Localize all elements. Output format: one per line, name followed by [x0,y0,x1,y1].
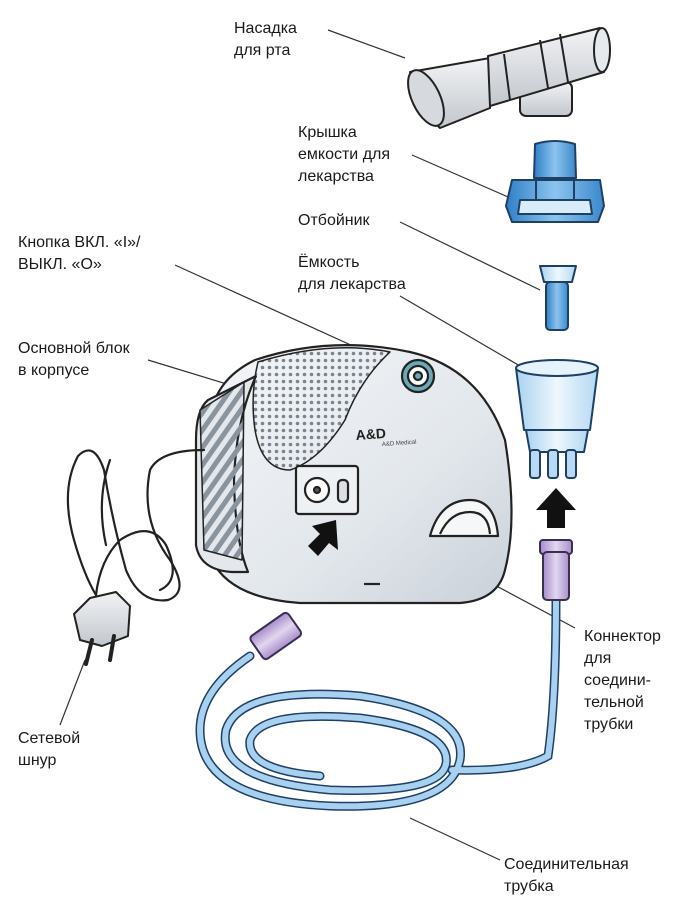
label-line: для лекарства [298,276,406,293]
label-line: Сетевой [18,730,81,747]
label-line: в корпусе [18,362,90,379]
label-line: шнур [18,752,57,769]
label-line: трубки [584,716,634,733]
mouthpiece-part [407,27,611,129]
baffle-part [539,265,577,331]
leader-mouthpiece [327,29,406,59]
label-line: Насадка [234,20,297,37]
label-line: Кнопка ВКЛ. «I»/ [18,234,141,251]
leader-lid [411,154,516,201]
label-line: трубка [504,878,554,895]
leader-power-cord [59,659,86,726]
label-line: Соединительная [504,856,629,873]
label-line: для рта [234,42,291,59]
arrow-up-icon [536,488,576,528]
label-lid: Крышка емкости для лекарства [298,122,390,188]
leader-container [399,295,521,367]
main-unit-part [194,344,513,605]
label-power-button: Кнопка ВКЛ. «I»/ ВЫКЛ. «O» [18,232,140,276]
label-line: емкости для [298,146,391,163]
label-line: Отбойник [298,212,370,229]
arrow-port-icon [308,520,338,556]
label-connector: Коннектор для соедини-тельной трубки [584,626,661,736]
label-line: лекарства [298,168,374,185]
label-power-cord: Сетевой шнур [18,728,80,772]
tube-connector-right [539,539,573,601]
leader-baffle [399,221,541,291]
label-line: Коннектор [584,628,661,645]
brand-logo: A&D [355,425,386,443]
label-line: Крышка [298,124,357,141]
brand-subtitle: A&D Medical [382,440,417,448]
label-mouthpiece: Насадка для рта [234,18,297,62]
label-line: соедини- [584,672,651,689]
label-line: ВЫКЛ. «O» [18,256,102,273]
label-main-unit: Основной блок в корпусе [18,338,130,382]
label-line: Основной блок [18,340,130,357]
label-tube: Соединительная трубка [504,854,629,898]
label-baffle: Отбойник [298,210,370,232]
leader-main-unit [147,359,231,386]
lid-part [505,140,605,223]
label-line: тельной [584,694,644,711]
tube-part [195,595,561,811]
label-line: Ёмкость [298,254,360,271]
label-line: для [584,650,612,667]
leader-tube [409,817,501,861]
container-part [515,359,599,479]
power-cord-part [66,448,206,602]
label-container: Ёмкость для лекарства [298,252,406,296]
plug-part [73,591,131,666]
tube-connector-left [249,611,303,661]
